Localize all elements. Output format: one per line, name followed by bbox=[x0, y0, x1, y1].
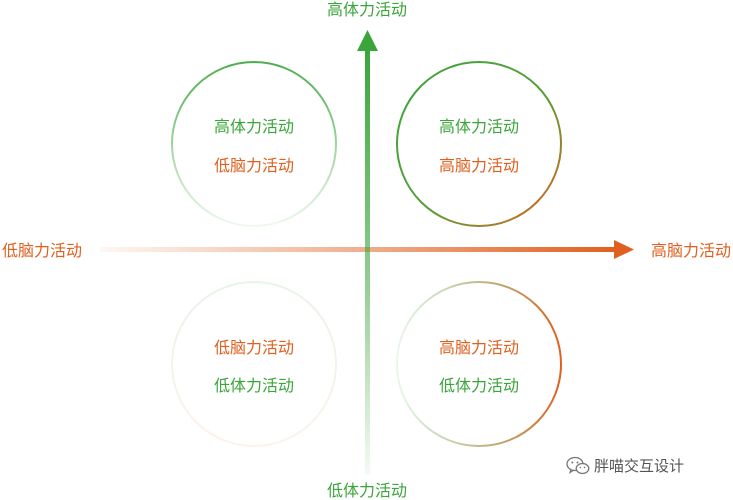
circle-top-left bbox=[171, 61, 337, 227]
bottom-left-line2: 低体力活动 bbox=[214, 376, 294, 395]
top-left-line1: 高体力活动 bbox=[214, 117, 294, 136]
x-axis-line bbox=[100, 247, 615, 252]
y-axis-line bbox=[365, 50, 370, 475]
wechat-icon bbox=[566, 456, 590, 474]
top-left-line2: 低脑力活动 bbox=[214, 156, 294, 175]
x-axis-right-label: 高脑力活动 bbox=[651, 241, 731, 260]
y-axis-top-label: 高体力活动 bbox=[327, 0, 407, 19]
circle-bottom-right bbox=[396, 281, 562, 447]
circle-bottom-left bbox=[171, 281, 337, 447]
y-axis-arrowhead bbox=[357, 30, 378, 51]
top-right-line1: 高体力活动 bbox=[439, 117, 519, 136]
watermark: 胖喵交互设计 bbox=[566, 455, 684, 476]
bottom-left-line1: 低脑力活动 bbox=[214, 338, 294, 357]
y-axis-bottom-label: 低体力活动 bbox=[327, 481, 407, 500]
circle-top-right bbox=[396, 61, 562, 227]
x-axis-left-label: 低脑力活动 bbox=[2, 241, 82, 260]
bottom-right-line1: 高脑力活动 bbox=[439, 338, 519, 357]
top-right-line2: 高脑力活动 bbox=[439, 156, 519, 175]
bottom-right-line2: 低体力活动 bbox=[439, 376, 519, 395]
x-axis-arrowhead bbox=[614, 240, 634, 259]
watermark-text: 胖喵交互设计 bbox=[594, 457, 685, 475]
